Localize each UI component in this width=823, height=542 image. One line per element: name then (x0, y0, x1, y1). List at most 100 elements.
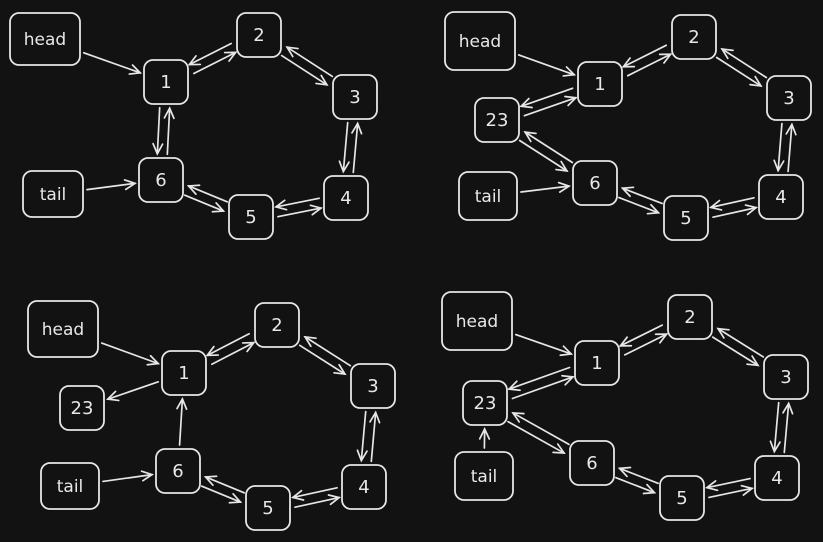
arrow-n23-to-n1 (523, 95, 578, 117)
node-n1: 1 (577, 61, 623, 107)
arrow-n5-to-n6 (203, 475, 246, 494)
node-label: 2 (271, 315, 282, 336)
node-box (671, 14, 717, 60)
node-label: 2 (688, 27, 699, 48)
node-box (663, 195, 709, 241)
arrow-head-to-n1 (517, 54, 577, 77)
node-n23: 23 (462, 380, 508, 426)
node-label: 1 (594, 74, 605, 95)
arrow-n2-to-n3 (280, 54, 329, 86)
node-box (332, 74, 378, 120)
node-box (659, 475, 705, 521)
node-box (444, 11, 516, 71)
arrow-n5-to-n4 (277, 204, 323, 218)
node-label: 4 (358, 477, 369, 498)
node-label: 4 (771, 468, 782, 489)
node-box (155, 448, 201, 494)
node-box (458, 171, 518, 221)
panel-top-left: head 1 2 3 4 5 6 tail (9, 12, 378, 240)
arrow-n2-to-n1 (618, 324, 664, 347)
arrow-head-to-n1 (100, 342, 161, 366)
node-box (462, 380, 508, 426)
node-head: head (441, 291, 513, 351)
arrow-n5-to-n6 (620, 186, 663, 205)
node-tail: tail (22, 170, 84, 218)
arrow-n6-to-n1 (176, 397, 188, 446)
arrow-n1-to-n2 (626, 53, 673, 77)
arrow-n1-to-n23 (519, 87, 574, 109)
node-box (245, 485, 291, 531)
node-label: 5 (262, 498, 273, 519)
node-tail: tail (458, 171, 518, 221)
node-label: tail (475, 187, 502, 207)
arrow-n6-to-n1 (163, 106, 175, 156)
node-n6: 6 (572, 160, 618, 206)
node-label: head (459, 32, 501, 52)
arrow-tail-to-n6 (520, 181, 571, 193)
arrow-n6-to-n5 (183, 194, 226, 213)
node-box (766, 75, 812, 121)
node-box (441, 291, 513, 351)
arrow-n2-to-n1 (187, 42, 233, 66)
arrow-tail-to-n6 (86, 179, 137, 191)
node-box (569, 440, 615, 486)
node-n4: 4 (758, 174, 804, 220)
arrow-n4-to-n3 (782, 401, 794, 454)
node-n23: 23 (474, 97, 520, 143)
node-n4: 4 (341, 464, 387, 510)
arrow-n5-to-n4 (294, 494, 342, 509)
node-label: 23 (474, 393, 497, 414)
arrow-n1-to-n2 (210, 341, 256, 366)
arrow-n6-to-n5 (200, 485, 243, 504)
node-label: 1 (160, 72, 171, 93)
arrow-n4-to-n5 (290, 486, 338, 501)
node-label: 5 (676, 488, 687, 509)
node-n5: 5 (228, 194, 274, 240)
node-box (228, 194, 274, 240)
node-label: tail (57, 477, 84, 497)
arrow-n4-to-n3 (785, 122, 797, 173)
arrow-n3-to-n2 (720, 48, 768, 79)
node-n2: 2 (254, 302, 300, 348)
edge-group (478, 324, 794, 499)
arrow-n6-to-n5 (615, 476, 657, 495)
arrow-n3-to-n2 (303, 335, 352, 367)
node-label: 3 (349, 87, 360, 108)
node-n3: 3 (766, 75, 812, 121)
node-label: 4 (340, 188, 351, 209)
node-label: 6 (155, 170, 166, 191)
arrow-n1-to-n6 (152, 106, 164, 156)
node-n6: 6 (569, 440, 615, 486)
arrow-n2-to-n1 (205, 332, 251, 357)
edge-group (517, 44, 797, 219)
node-label: 4 (775, 187, 786, 208)
node-box (59, 385, 105, 431)
node-box (572, 160, 618, 206)
arrow-n6-to-n23 (523, 131, 574, 164)
node-tail: tail (454, 451, 514, 501)
node-label: 23 (486, 110, 509, 131)
node-head: head (9, 12, 81, 66)
arrow-n3-to-n4 (338, 121, 350, 174)
node-head: head (444, 11, 516, 71)
arrow-n1-to-n23 (105, 380, 160, 402)
arrow-n2-to-n3 (711, 336, 760, 367)
arrow-n1-to-n23 (507, 366, 571, 392)
node-label: 5 (680, 208, 691, 229)
arrow-n3-to-n2 (716, 327, 765, 358)
node-n6: 6 (155, 448, 201, 494)
node-n4: 4 (754, 455, 800, 501)
node-label: 6 (589, 173, 600, 194)
node-box (758, 174, 804, 220)
node-box (577, 61, 623, 107)
node-label: 23 (71, 398, 94, 419)
node-box (350, 363, 396, 409)
node-label: 1 (591, 353, 602, 374)
node-n2: 2 (236, 12, 282, 58)
node-box (27, 300, 99, 358)
node-box (754, 455, 800, 501)
arrow-n3-to-n2 (285, 46, 334, 78)
